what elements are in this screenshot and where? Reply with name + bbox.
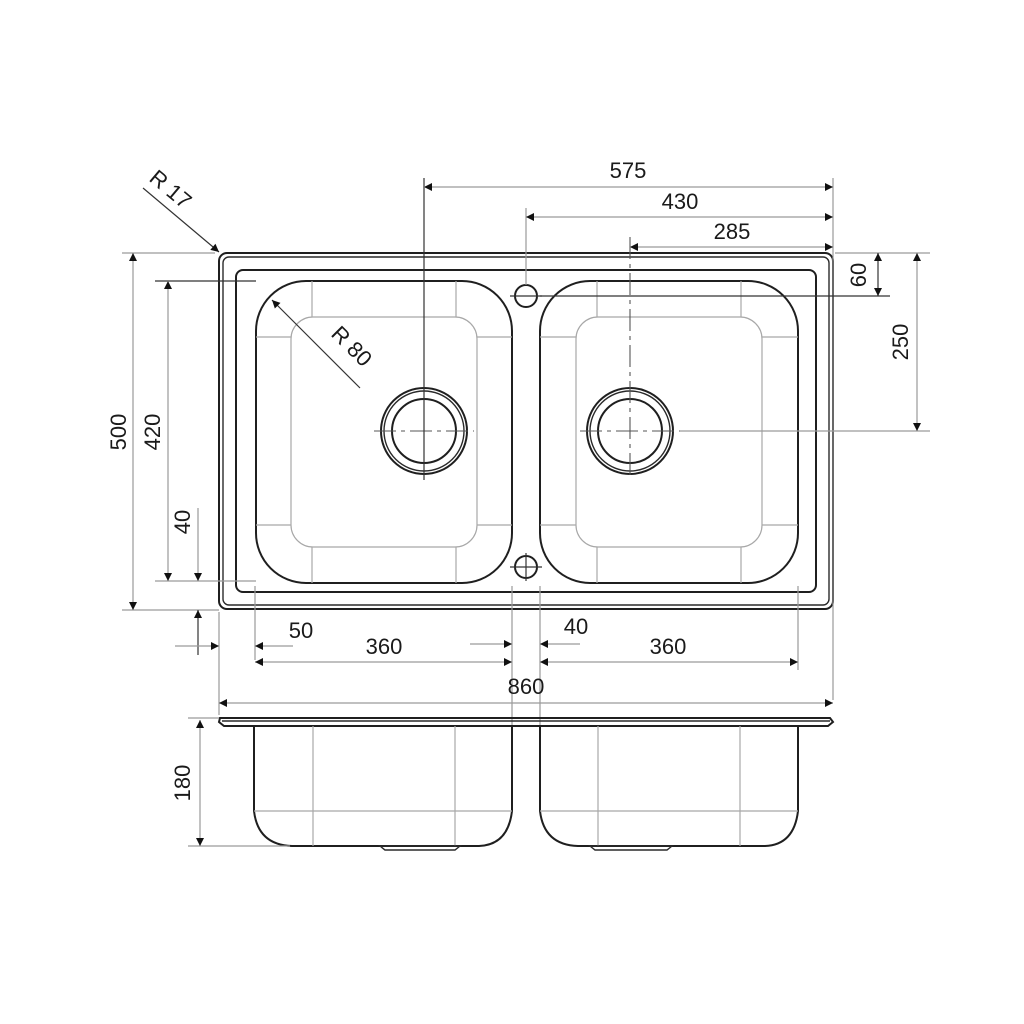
left-bowl: [255, 280, 513, 584]
label-860: 860: [508, 674, 545, 699]
label-360-right: 360: [650, 634, 687, 659]
label-50: 50: [289, 618, 313, 643]
label-40-divider: 40: [564, 614, 588, 639]
top-view: R 17 R 80 575 430 285 60 250 500 420 40 …: [106, 158, 930, 725]
right-bowl: [539, 280, 799, 584]
label-60: 60: [846, 263, 871, 287]
label-360-left: 360: [366, 634, 403, 659]
label-180: 180: [170, 765, 195, 802]
label-r80: R 80: [326, 321, 377, 372]
label-250: 250: [888, 324, 913, 361]
side-right-bowl: [539, 726, 799, 847]
label-285: 285: [714, 219, 751, 244]
label-500: 500: [106, 414, 131, 451]
side-view: 180: [170, 717, 835, 851]
label-r17: R 17: [145, 165, 197, 214]
label-575: 575: [610, 158, 647, 183]
label-430: 430: [662, 189, 699, 214]
label-40-vertical: 40: [170, 510, 195, 534]
side-rim: [217, 717, 835, 727]
label-420: 420: [140, 414, 165, 451]
side-left-bowl: [253, 726, 513, 847]
